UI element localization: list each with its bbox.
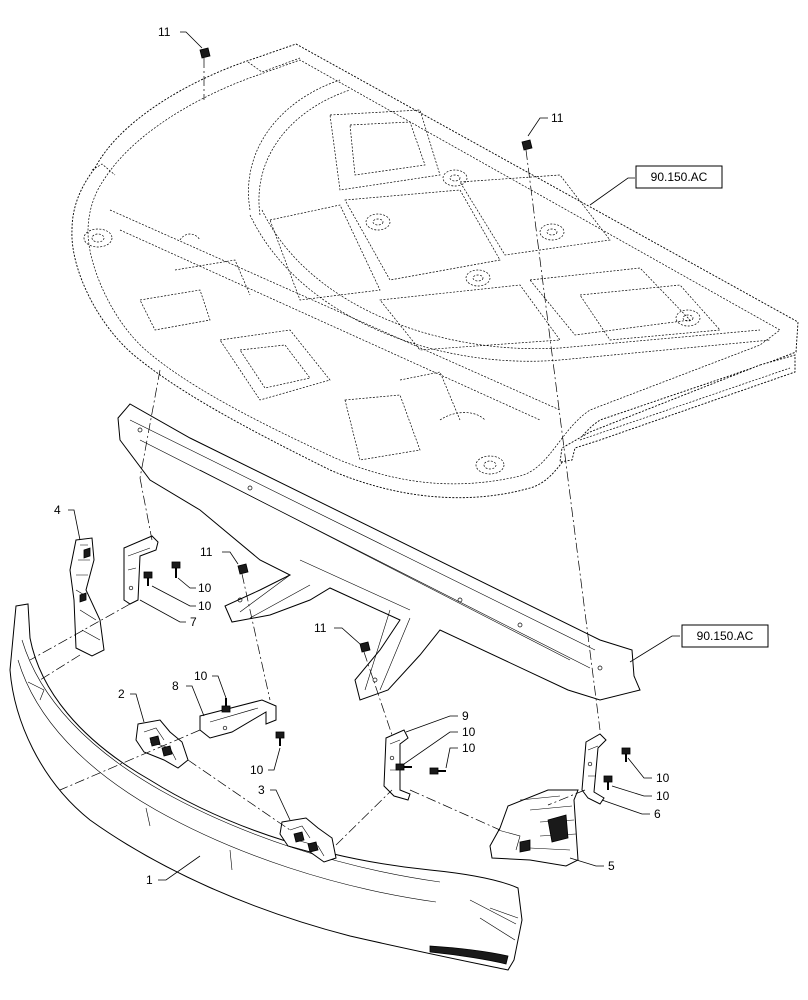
- reference-label-crossmember[interactable]: 90.150.AC: [697, 629, 754, 643]
- bolt-10-e: [395, 763, 412, 771]
- bracket-part-6: [581, 733, 607, 805]
- bolt-10-g: [621, 747, 631, 762]
- callout-10-d: 10: [250, 763, 264, 777]
- callout-6: 6: [654, 807, 661, 821]
- callout-3: 3: [258, 783, 265, 797]
- callout-10-h: 10: [656, 789, 670, 803]
- callout-leaders: [68, 31, 680, 881]
- callout-5: 5: [608, 859, 615, 873]
- callout-1: 1: [146, 873, 153, 887]
- bolt-10-d: [275, 731, 285, 746]
- reference-label-hood[interactable]: 90.150.AC: [651, 170, 708, 184]
- bolt-10-f: [429, 767, 446, 775]
- callout-11-left: 11: [200, 545, 213, 559]
- bracket-part-8: [199, 699, 277, 739]
- callout-2: 2: [118, 687, 125, 701]
- nut-11-top: [199, 47, 211, 59]
- callout-10-c: 10: [194, 669, 208, 683]
- hood-bosses: [83, 169, 701, 475]
- right-deflector-part-5: [489, 789, 579, 867]
- bolt-10-h: [603, 775, 613, 790]
- bolt-10-c: [221, 698, 231, 713]
- callout-11-top: 11: [158, 25, 171, 39]
- callout-10-a: 10: [198, 581, 212, 595]
- fasteners: [143, 47, 631, 790]
- callout-4: 4: [54, 503, 61, 517]
- callout-9: 9: [462, 709, 469, 723]
- crossmember: [117, 403, 641, 701]
- nut-11-center: [359, 641, 371, 653]
- clip-part-2: [135, 719, 189, 769]
- clip-part-3: [279, 817, 337, 863]
- bracket-part-7: [123, 535, 159, 605]
- callout-10-e: 10: [462, 725, 476, 739]
- nut-11-mid: [521, 139, 533, 151]
- callout-8: 8: [172, 679, 179, 693]
- assembly-centerlines: [29, 58, 601, 846]
- callout-10-f: 10: [462, 741, 476, 755]
- nut-11-left: [237, 563, 249, 575]
- reference-box-hood[interactable]: 90.150.AC: [635, 165, 723, 189]
- left-deflector-part-4: [69, 537, 105, 657]
- callout-10-b: 10: [198, 599, 212, 613]
- callout-11-mid: 11: [551, 111, 564, 125]
- bolt-10-a: [171, 561, 181, 578]
- callout-labels: 11 11 11 11 4 7 10 10 2 8 10 10 3 1 9 10…: [54, 25, 670, 887]
- callout-10-g: 10: [656, 771, 670, 785]
- hood-panel: [71, 43, 799, 499]
- callout-11-center: 11: [314, 621, 327, 635]
- bolt-10-b: [143, 571, 153, 586]
- bumper-part-1: [9, 603, 523, 971]
- reference-box-crossmember[interactable]: 90.150.AC: [681, 624, 769, 648]
- callout-7: 7: [190, 615, 197, 629]
